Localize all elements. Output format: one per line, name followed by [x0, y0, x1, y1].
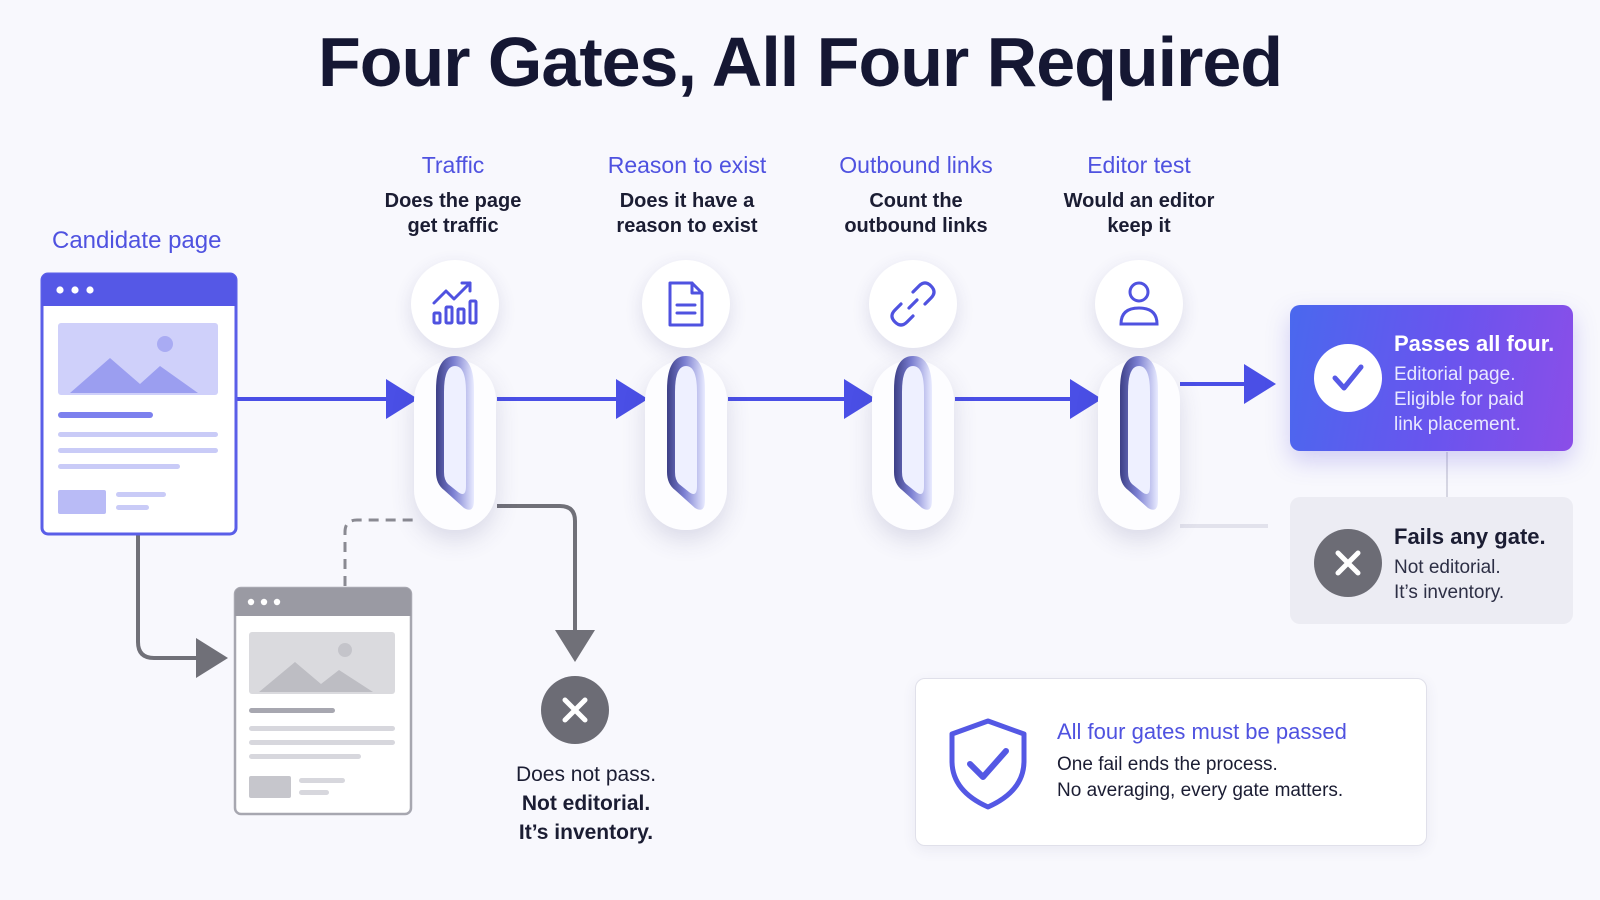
shield-check-icon	[949, 718, 1027, 810]
note-title: All four gates must be passed	[1057, 719, 1347, 744]
gate-links-title: Outbound links	[839, 152, 993, 178]
candidate-label: Candidate page	[52, 227, 222, 254]
fail-card: Fails any gate. Not editorial.It’s inven…	[1290, 497, 1573, 624]
arrow-traffic-to-reject	[497, 504, 595, 662]
fail-text: Not editorial.It’s inventory.	[1394, 557, 1505, 603]
arrow-candidate-to-copy	[136, 534, 228, 678]
dashed-copy-to-traffic	[343, 518, 418, 586]
link-icon	[890, 281, 936, 327]
gate-traffic-barrier	[436, 356, 474, 510]
user-icon	[1119, 281, 1159, 326]
gate-editor-barrier	[1120, 356, 1158, 510]
document-icon	[668, 281, 704, 327]
close-icon	[1335, 550, 1361, 576]
pass-heading: Passes all four.	[1394, 331, 1555, 356]
fail-heading: Fails any gate.	[1394, 524, 1546, 549]
reject-close-icon	[562, 697, 588, 723]
note-line-2: No averaging, every gate matters.	[1057, 780, 1344, 801]
gate-traffic-title: Traffic	[421, 152, 485, 178]
pass-check-circle	[1314, 344, 1382, 412]
reject-text: Does not pass. Not editorial. It’s inven…	[515, 763, 657, 844]
copy-page-illustration	[233, 586, 413, 816]
page-title: Four Gates, All Four Required	[317, 23, 1283, 101]
rule-note-box: All four gates must be passed One fail e…	[915, 678, 1427, 846]
gate-editor-title: Editor test	[1087, 152, 1191, 178]
chart-icon	[432, 281, 478, 325]
pass-card: Passes all four. Editorial page.Eligible…	[1290, 305, 1573, 451]
gate-traffic-icon-circle	[411, 260, 499, 348]
gate-reason-title: Reason to exist	[607, 152, 767, 178]
candidate-page-illustration	[40, 272, 238, 536]
gate-reason-barrier	[667, 356, 705, 510]
gate-links-barrier	[894, 356, 932, 510]
check-icon	[1332, 364, 1364, 391]
gate-editor-icon-circle	[1095, 260, 1183, 348]
note-line-1: One fail ends the process.	[1057, 754, 1278, 775]
